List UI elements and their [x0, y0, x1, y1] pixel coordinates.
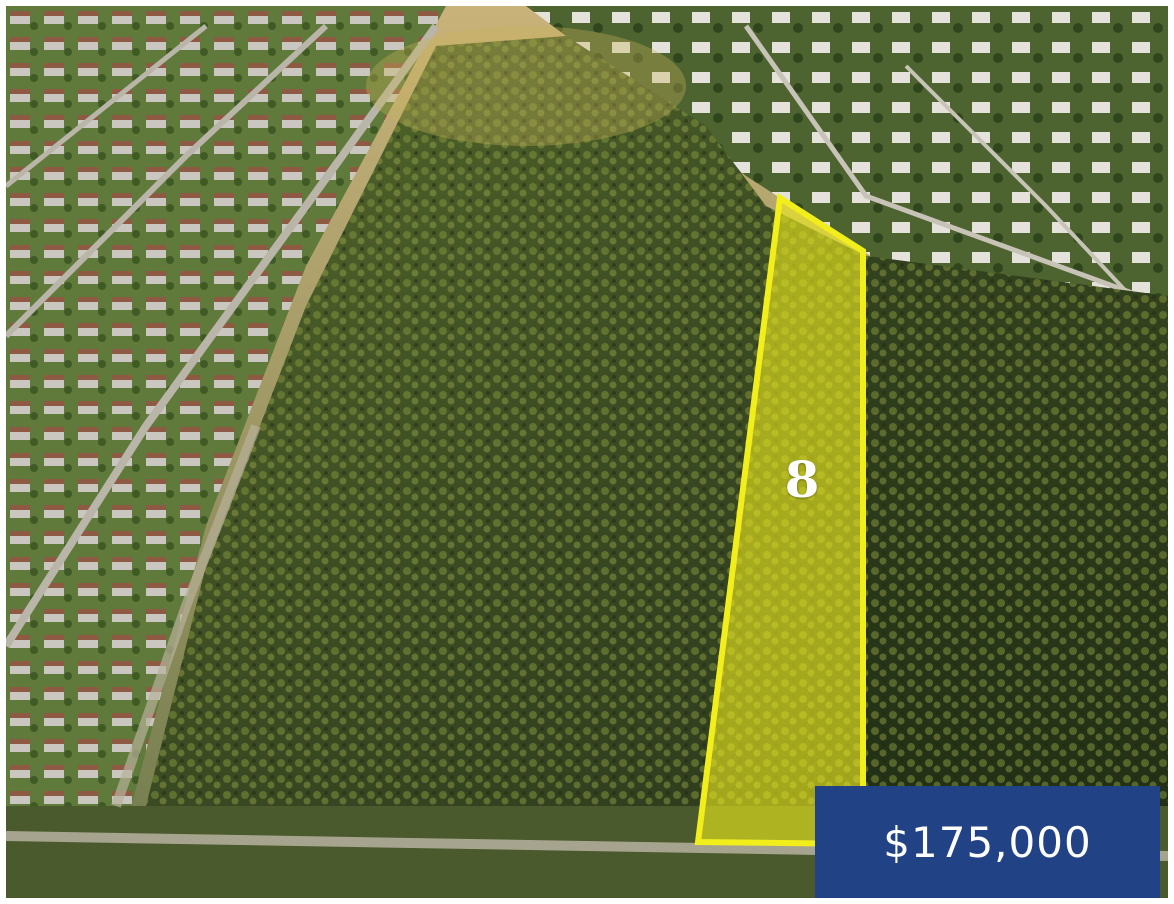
aerial-photo: [6, 6, 1168, 898]
price-badge: $175,000: [815, 786, 1160, 898]
aerial-scene: [6, 6, 1168, 898]
lot-number-label: 8: [784, 450, 820, 509]
price-text: $175,000: [883, 817, 1092, 867]
